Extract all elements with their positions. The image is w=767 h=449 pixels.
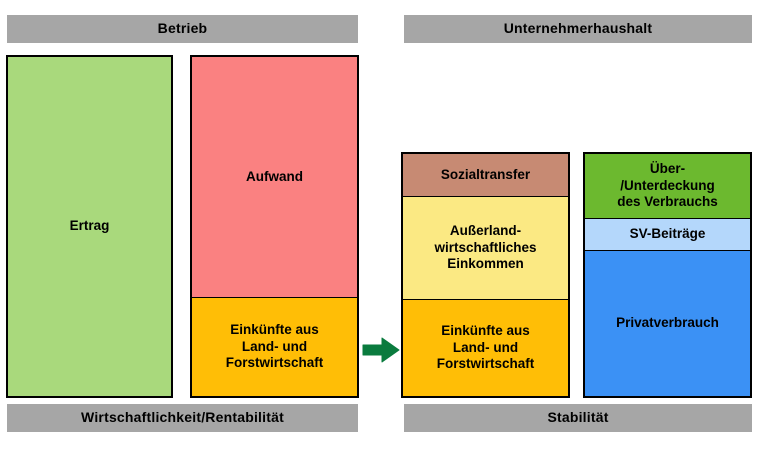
box-einkuenfte-haushalt: Einkünfte aus Land- und Forstwirtschaft xyxy=(401,299,570,398)
box-ausserlandwirtschaftliches-einkommen: Außerland- wirtschaftliches Einkommen xyxy=(401,196,570,300)
box-ueber-unterdeckung-des-verbrauchs: Über- /Unterdeckung des Verbrauchs xyxy=(583,152,752,219)
footer-bar-stabilitaet: Stabilität xyxy=(404,404,752,432)
box-aufwand: Aufwand xyxy=(190,55,359,298)
header-bar-unternehmerhaushalt: Unternehmerhaushalt xyxy=(404,15,752,43)
box-einkuenfte-betrieb: Einkünfte aus Land- und Forstwirtschaft xyxy=(190,297,359,398)
box-privatverbrauch: Privatverbrauch xyxy=(583,250,752,398)
box-ertrag: Ertrag xyxy=(6,55,173,398)
box-sv-beitraege: SV-Beiträge xyxy=(583,218,752,251)
header-bar-betrieb: Betrieb xyxy=(7,15,358,43)
footer-bar-wirtschaftlichkeit-rentabilitaet: Wirtschaftlichkeit/Rentabilität xyxy=(7,404,358,432)
box-sozialtransfer: Sozialtransfer xyxy=(401,152,570,197)
flow-arrow-right-icon xyxy=(362,337,400,363)
